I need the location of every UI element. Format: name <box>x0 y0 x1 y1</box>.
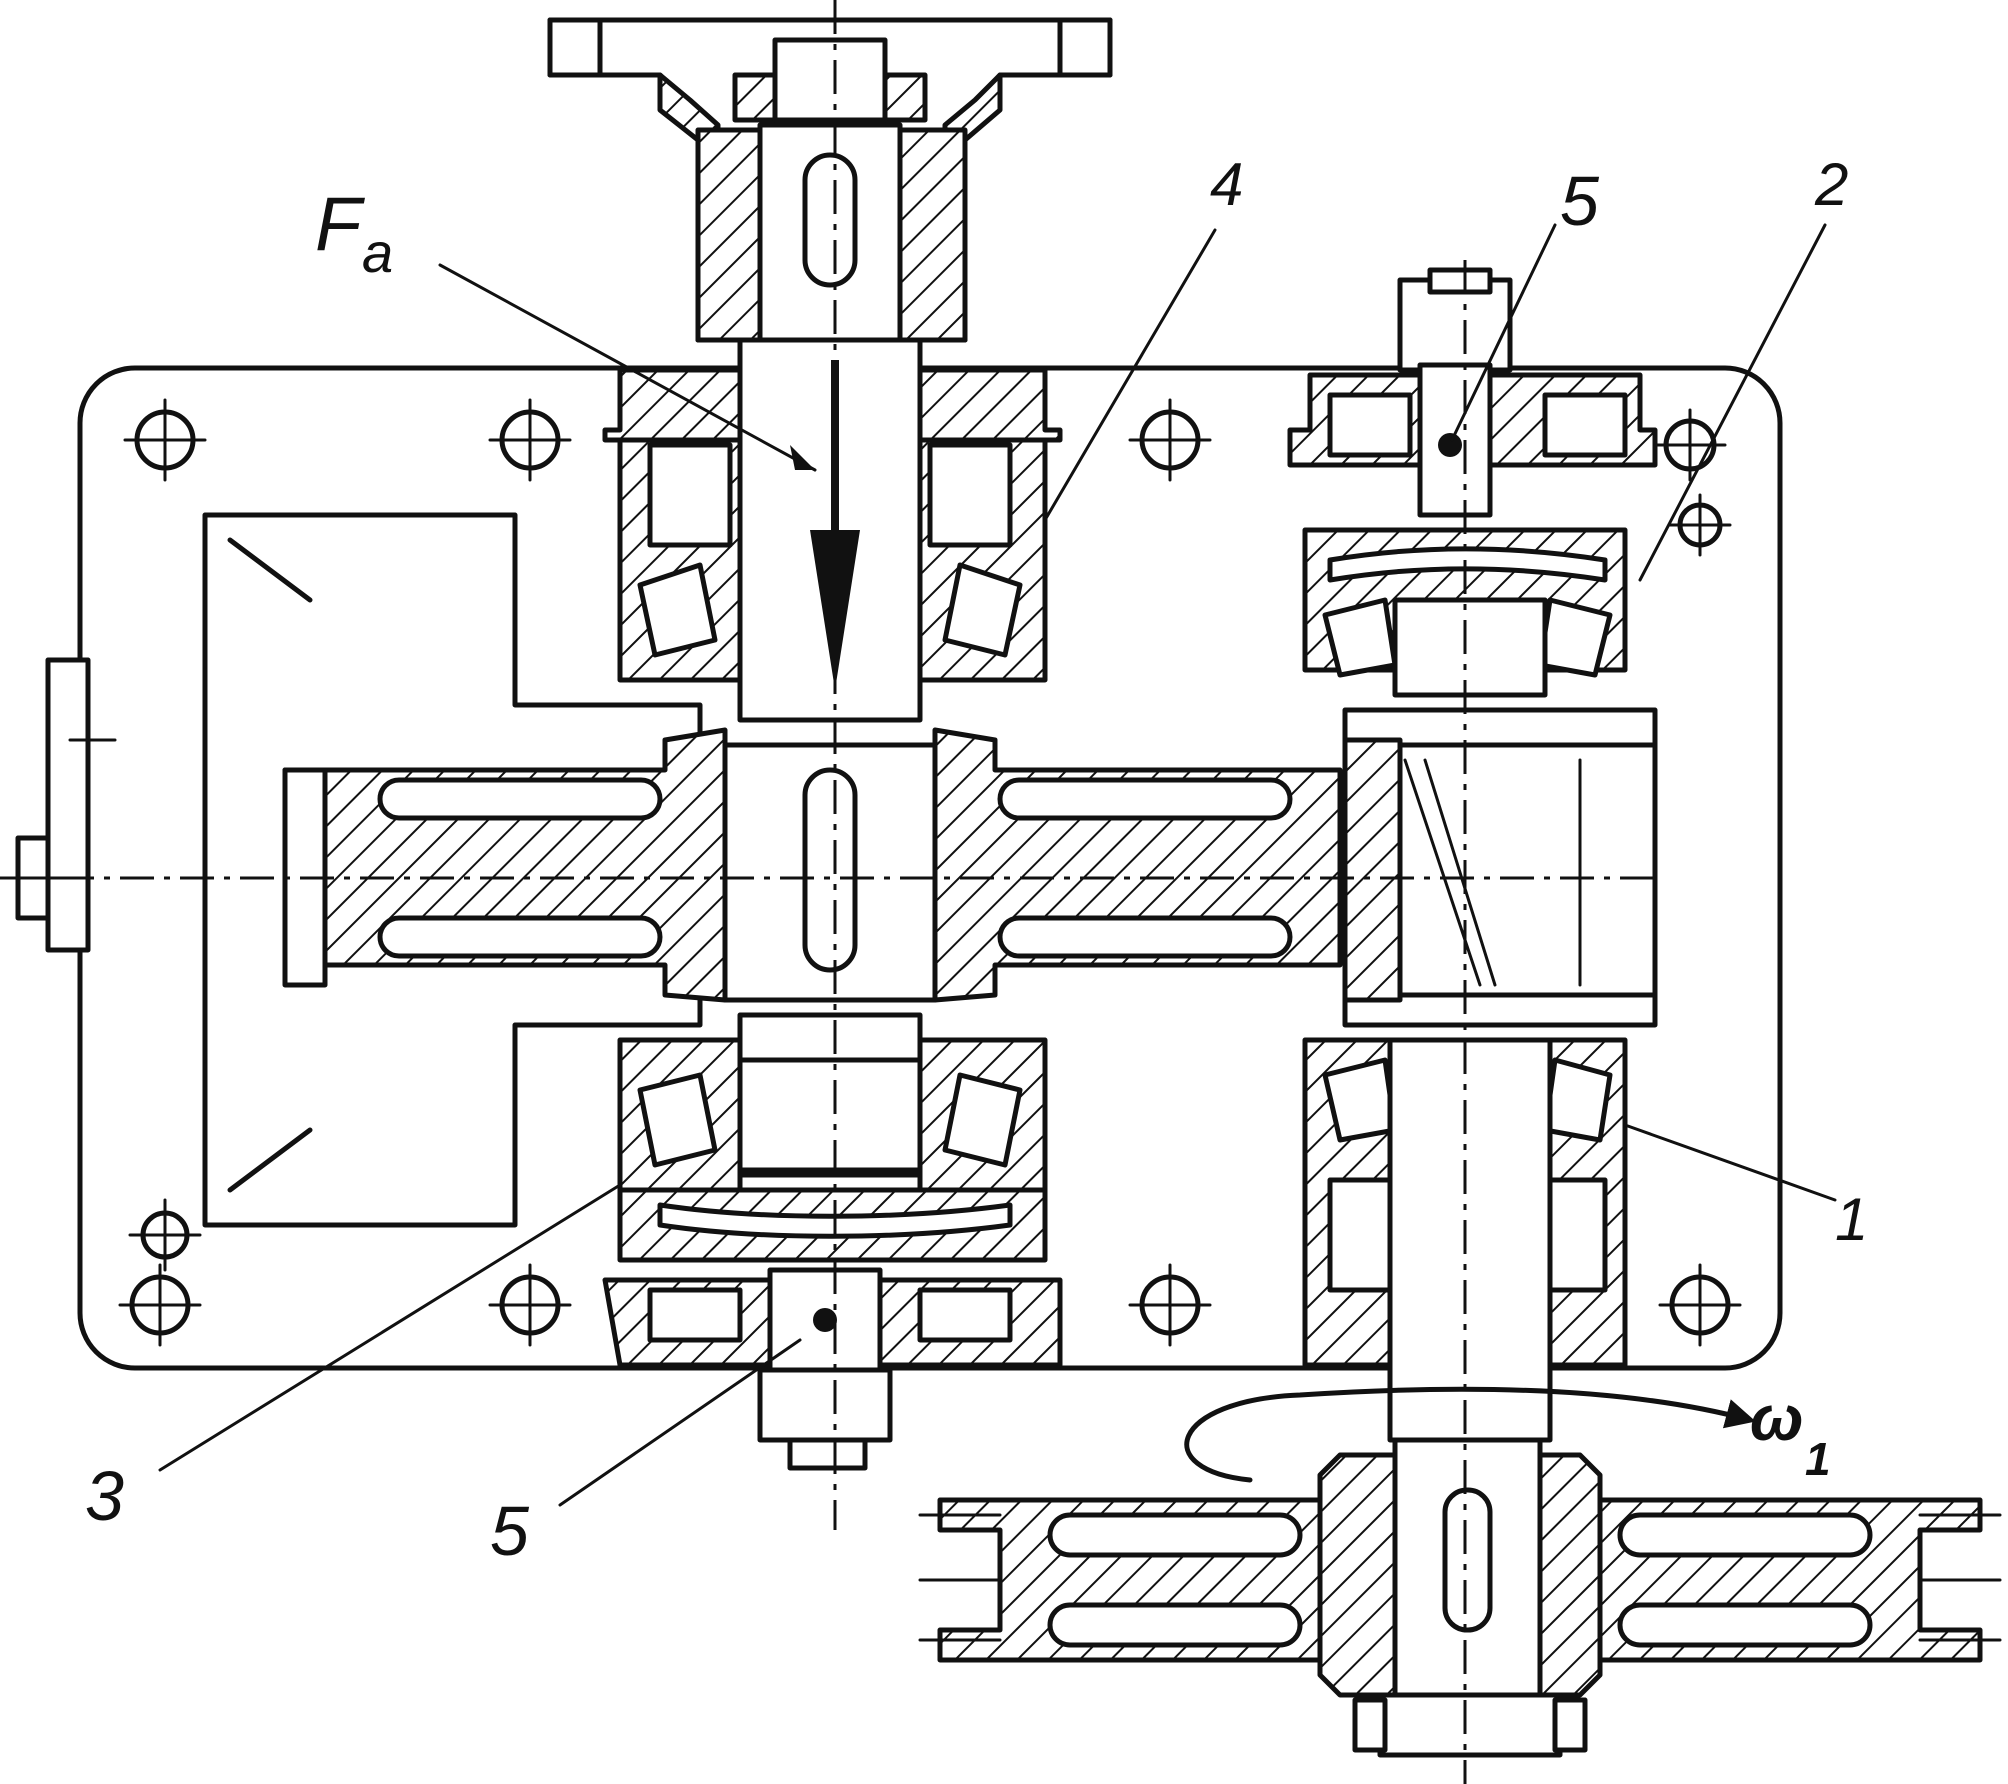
tapered-roller <box>1537 597 1613 678</box>
bolt-icon <box>123 398 207 482</box>
label-1: 1 <box>1835 1186 1868 1253</box>
side-cover <box>45 657 91 953</box>
tapered-roller <box>942 1072 1023 1168</box>
key-slot <box>802 767 858 973</box>
input-shaft <box>1387 1037 1553 1443</box>
leader-force <box>438 263 817 472</box>
leader-lines <box>158 223 1837 1507</box>
bolt-icon <box>118 1263 202 1347</box>
gear-output <box>282 727 728 1003</box>
pulley-nut <box>1377 1692 1563 1758</box>
bolt-icon <box>488 398 572 482</box>
tapered-roller <box>1542 1057 1613 1143</box>
output-shaft-assembly <box>282 0 1343 1530</box>
leader-5-bottom <box>558 1338 802 1507</box>
axial-force-arrow <box>810 360 860 690</box>
tapered-roller <box>1322 597 1398 678</box>
force-subscript: a <box>362 221 393 284</box>
bolt-icon <box>1658 1263 1742 1347</box>
rotation-arrow <box>1184 1386 1756 1483</box>
label-4: 4 <box>1210 151 1243 218</box>
force-label: F <box>315 182 365 267</box>
housing-cavity <box>202 512 703 1228</box>
tapered-roller <box>1322 1057 1398 1143</box>
label-5-bottom: 5 <box>490 1492 530 1570</box>
adjusting-screw-dot <box>1438 433 1462 457</box>
bearing-cap-upper-left <box>602 367 743 443</box>
key-slot <box>1442 1487 1493 1633</box>
leader-4 <box>1043 228 1217 522</box>
label-2: 2 <box>1814 151 1848 218</box>
bolt-icon <box>1128 398 1212 482</box>
key-slot <box>802 152 858 288</box>
tapered-roller <box>637 1072 718 1168</box>
adjusting-nut <box>757 1367 893 1443</box>
leader-3 <box>158 1183 622 1472</box>
bolt-icon <box>128 1198 202 1272</box>
tapered-roller <box>637 562 718 658</box>
leader-5-top <box>1450 223 1557 442</box>
leader-2 <box>1638 223 1827 582</box>
omega-label: ω <box>1750 1382 1803 1454</box>
bolt-icon <box>488 1263 572 1347</box>
housing-bolts <box>118 398 1742 1347</box>
input-shaft-assembly <box>918 260 2002 1784</box>
leader-1 <box>1623 1123 1837 1202</box>
omega-subscript: 1 <box>1805 1433 1831 1485</box>
bearing-cap-upper-right <box>917 367 1063 443</box>
adjusting-screw-dot <box>813 1308 837 1332</box>
labels: F a 4 5 2 1 3 5 ω 1 <box>85 151 1868 1570</box>
label-5-top: 5 <box>1560 162 1600 240</box>
bolt-icon <box>1668 493 1732 557</box>
bolt-icon <box>1653 408 1727 482</box>
label-3: 3 <box>85 1457 124 1535</box>
tapered-roller <box>942 562 1023 658</box>
bolt-icon <box>1128 1263 1212 1347</box>
